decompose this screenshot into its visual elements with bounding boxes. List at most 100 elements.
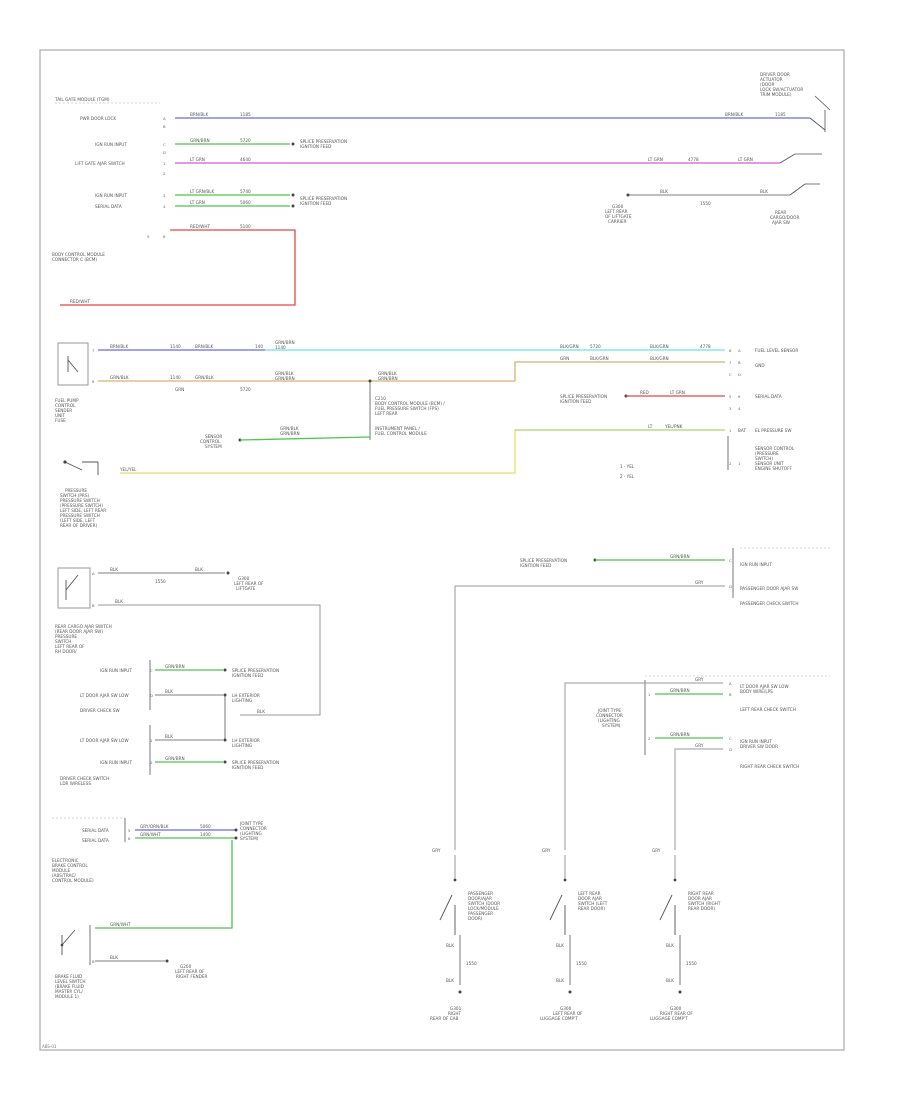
svg-text:IGN RUN INPUT: IGN RUN INPUT [95,193,127,198]
svg-text:SWITCH (DOOR: SWITCH (DOOR [468,901,500,906]
svg-text:2 · YEL: 2 · YEL [620,474,635,479]
svg-text:GRY/ORN/BLK: GRY/ORN/BLK [140,824,169,829]
svg-text:BRAKE FLUID: BRAKE FLUID [55,974,82,979]
svg-text:YEL/PNK: YEL/PNK [664,424,683,429]
circuit-ign-run-4: IGN RUN INPUT 2 GRN/BRN SPLICE PRESERVAT… [60,756,279,786]
svg-text:FUEL PRESSURE SWITCH (FPS): FUEL PRESSURE SWITCH (FPS) [375,406,439,411]
svg-text:GRN: GRN [175,387,184,392]
svg-text:A: A [738,348,741,353]
svg-text:MODULE 1): MODULE 1) [55,994,79,999]
svg-text:SWITCH): SWITCH) [755,456,773,461]
svg-text:RIGHT REAR CHECK SWITCH: RIGHT REAR CHECK SWITCH [740,764,799,769]
svg-text:(DOOR: (DOOR [760,82,774,87]
svg-text:PRESSURE SWITCH: PRESSURE SWITCH [60,513,100,518]
svg-text:BODY CONTROL MODULE: BODY CONTROL MODULE [52,252,105,257]
svg-text:8: 8 [729,348,732,353]
svg-text:DRIVER CHECK SWITCH: DRIVER CHECK SWITCH [60,776,109,781]
svg-text:BLK: BLK [165,734,173,739]
svg-text:6: 6 [163,234,166,239]
svg-text:3: 3 [729,406,732,411]
svg-text:D: D [150,693,153,698]
svg-text:LEFT REAR OF: LEFT REAR OF [234,581,264,586]
svg-text:SPLICE PRESERVATION: SPLICE PRESERVATION [300,196,347,201]
rear-cargo-switch: REAR CARGO AJAR SWITCH (REAR DOOR AJAR S… [55,567,112,654]
svg-text:IGN RUN INPUT: IGN RUN INPUT [740,562,772,567]
svg-text:GRN/BLK: GRN/BLK [110,375,129,380]
svg-text:IGN RUN INPUT: IGN RUN INPUT [740,739,772,744]
svg-text:GRN/BRN: GRN/BRN [280,431,300,436]
svg-text:RH DOOR/: RH DOOR/ [55,649,77,654]
svg-text:SPLICE PRESERVATION: SPLICE PRESERVATION [300,139,347,144]
svg-text:BLK: BLK [110,955,118,960]
svg-text:(PRESSURE: (PRESSURE [755,451,779,456]
svg-text:RED/WHT: RED/WHT [190,224,210,229]
svg-text:PWR DOOR LOCK: PWR DOOR LOCK [80,116,116,121]
svg-text:CONNECTOR: CONNECTOR [240,826,267,831]
svg-text:(LIGHTING: (LIGHTING [598,718,620,723]
svg-text:1140: 1140 [275,345,286,350]
svg-text:DOOR): DOOR) [468,916,483,921]
svg-text:1550: 1550 [155,579,166,584]
svg-text:SWITCH (RIGHT: SWITCH (RIGHT [688,901,721,906]
svg-text:IGNITION FEED: IGNITION FEED [232,673,263,678]
svg-text:GRY: GRY [695,580,704,585]
svg-text:PASSENGER: PASSENGER [468,891,493,896]
svg-text:G300: G300 [612,204,624,209]
svg-text:CONTROL: CONTROL [55,403,76,408]
svg-text:BLK/GRN: BLK/GRN [650,356,669,361]
page-footer-id: ABS-01 [42,1044,57,1049]
circuit-lt-door-1: LT DOOR AJAR SW LOW D BLK LH EXTERIOR LI… [80,660,265,740]
svg-text:LH EXTERIOR: LH EXTERIOR [232,738,260,743]
svg-text:B: B [738,360,741,365]
svg-text:SPLICE PRESERVATION: SPLICE PRESERVATION [520,558,567,563]
svg-text:GRY: GRY [695,677,704,682]
svg-text:IGN RUN INPUT: IGN RUN INPUT [95,142,127,147]
svg-text:REAR DOOR): REAR DOOR) [688,906,715,911]
svg-text:LEFT REAR CHECK SWITCH: LEFT REAR CHECK SWITCH [740,707,796,712]
svg-text:GRY: GRY [695,743,704,748]
svg-text:DOOR/AJAR: DOOR/AJAR [468,896,492,901]
svg-text:BLK: BLK [446,943,454,948]
right-rear-door-switch: GRY RIGHT REAR DOOR AJAR SWITCH (RIGHT R… [650,848,721,1021]
passenger-door: GRY D PASSENGER DOOR AJAR SW PASSENGER C… [454,580,799,850]
svg-text:(ABS/TRAC/: (ABS/TRAC/ [52,873,76,878]
fuel-pump-module: FUEL PUMP CONTROL SENDER UNIT FUSE [55,342,89,423]
svg-text:5: 5 [729,394,732,399]
svg-text:140: 140 [255,344,263,349]
svg-text:1: 1 [738,461,741,466]
svg-text:IGNITION FEED: IGNITION FEED [300,201,331,206]
svg-text:RED: RED [640,390,649,395]
svg-text:LT DOOR AJAR SW LOW: LT DOOR AJAR SW LOW [80,693,129,698]
svg-text:4640: 4640 [240,157,251,162]
svg-text:IGN RUN INPUT: IGN RUN INPUT [100,668,132,673]
svg-text:GRY: GRY [652,848,661,853]
svg-text:B: B [163,124,166,129]
svg-text:5: 5 [147,234,150,239]
passenger-ign: SPLICE PRESERVATION IGNITION FEED GRN/BR… [520,547,830,598]
svg-text:SERIAL DATA: SERIAL DATA [82,828,109,833]
svg-text:LOCK SW/ACTUATOR: LOCK SW/ACTUATOR [760,87,803,92]
svg-text:LUGGAGE COMP'T: LUGGAGE COMP'T [650,1016,688,1021]
svg-text:6: 6 [738,394,741,399]
svg-text:LIGHTING: LIGHTING [232,743,252,748]
sensor-unit: SENSOR CONTROL SYSTEM GRN/BLK GRN/BRN [200,426,371,449]
svg-text:1: 1 [729,428,732,433]
svg-text:RIGHT: RIGHT [448,1011,462,1016]
svg-text:BLK: BLK [115,599,123,604]
svg-text:IGN RUN INPUT: IGN RUN INPUT [100,760,132,765]
svg-text:GRN/BLK: GRN/BLK [280,426,299,431]
svg-text:1140: 1140 [170,375,181,380]
svg-text:FUEL CONTROL MODULE: FUEL CONTROL MODULE [375,431,427,436]
svg-text:2: 2 [648,736,651,741]
circuit-el-pressure: YEL/YEL LT YEL/PNK 1 BAT EL PRESSURE SW … [119,424,795,479]
svg-text:LEFT SIDE, LEFT REAR: LEFT SIDE, LEFT REAR [60,508,106,513]
svg-text:A: A [92,571,95,576]
svg-text:LEFT REAR: LEFT REAR [578,891,601,896]
svg-text:LT GRN: LT GRN [648,157,663,162]
circuit-fuel-1: 7 BRN/BLK 1140 BRN/BLK 140 GRN/BRN 1140 … [92,340,798,368]
pressure-switch: PRESSURE SWITCH (PRS) PRESSURE SWITCH (P… [60,460,106,528]
svg-text:LDR WIRELESS: LDR WIRELESS [60,781,91,786]
svg-text:7: 7 [729,360,732,365]
brake-fluid-switch: B BLK G200 LEFT REAR OF RIGHT FENDER BRA… [55,925,207,999]
svg-text:JOINT TYPE: JOINT TYPE [597,708,621,713]
